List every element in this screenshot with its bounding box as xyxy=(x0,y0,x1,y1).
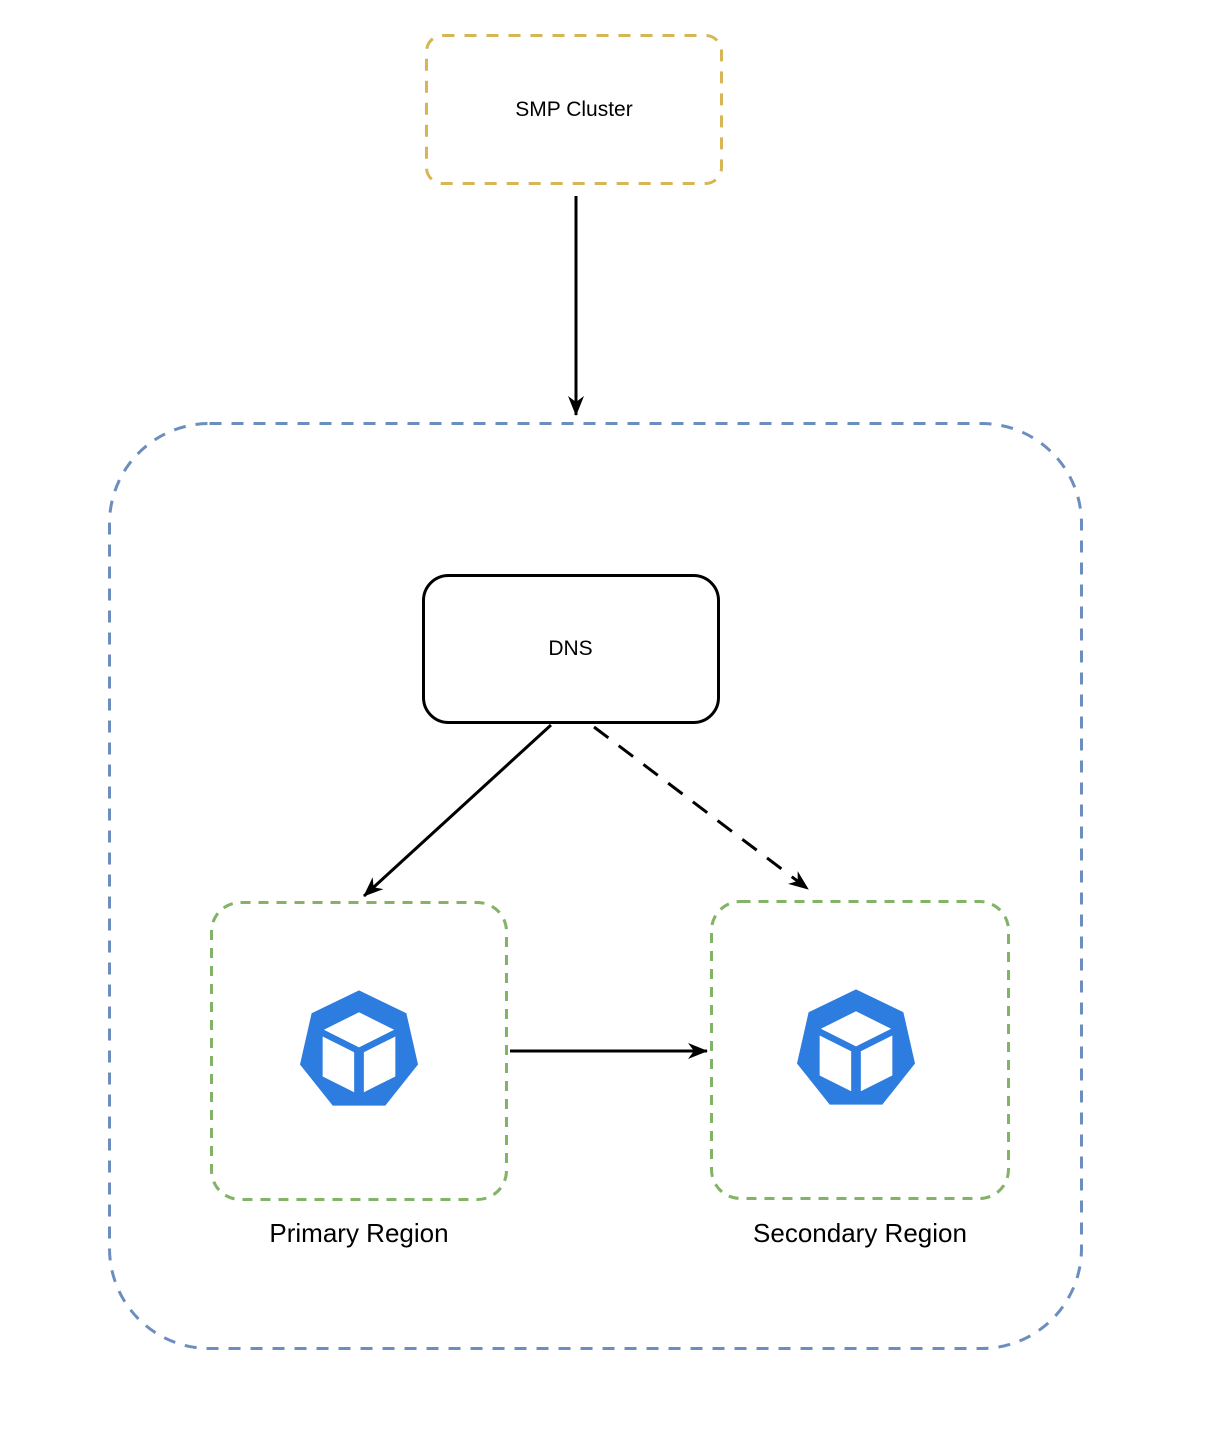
smp-cluster-label: SMP Cluster xyxy=(515,97,633,121)
dns-node xyxy=(422,574,720,724)
arrow-dns-to-primary xyxy=(362,723,553,898)
arrow-dns-to-secondary xyxy=(593,725,809,891)
node-cube-icon xyxy=(298,988,420,1114)
primary-region-label: Primary Region xyxy=(269,1218,449,1248)
node-cube-icon xyxy=(795,987,917,1113)
smp-cluster-node xyxy=(425,34,723,185)
dns-zone-container xyxy=(108,422,1083,1350)
secondary-region-label: Secondary Region xyxy=(753,1218,967,1248)
dns-label: DNS xyxy=(548,637,593,661)
